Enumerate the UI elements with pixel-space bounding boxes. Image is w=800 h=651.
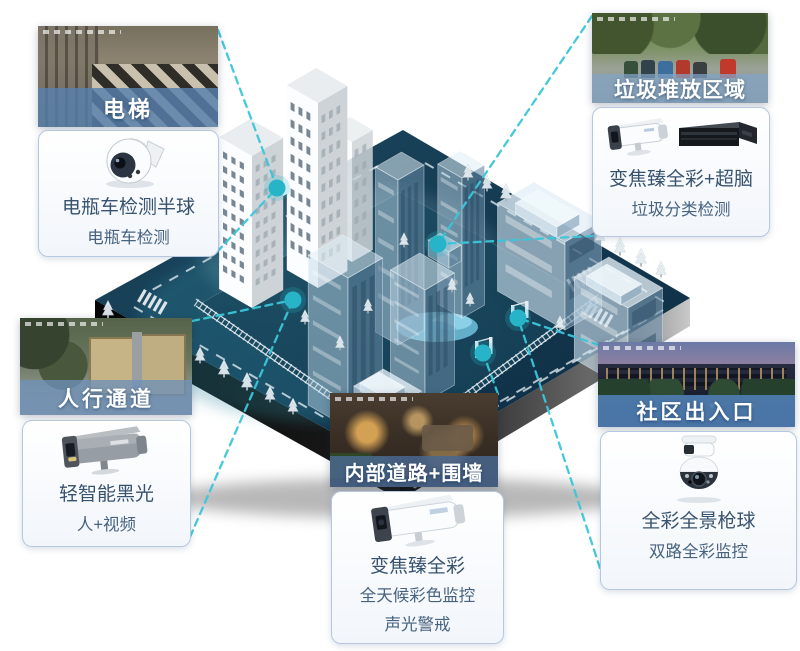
device-name-text: 变焦臻全彩 bbox=[369, 556, 465, 577]
osd-marks bbox=[43, 30, 121, 34]
trash-bins-row bbox=[623, 56, 737, 78]
white-bullet-camera-image bbox=[370, 494, 465, 547]
community-entrance-title-banner: 社区出入口 bbox=[598, 395, 795, 427]
internal-road-device-card: 变焦臻全彩 全天候彩色监控 声光警戒 bbox=[331, 491, 504, 644]
device-name-text: 轻智能黑光 bbox=[58, 484, 154, 505]
elevator-scene-photo: 电梯 bbox=[38, 26, 218, 127]
pedestrian-passage-scene-photo: 人行通道 bbox=[20, 318, 192, 415]
garbage-area-title-banner: 垃圾堆放区域 bbox=[592, 74, 768, 103]
gray-bullet-camera-image bbox=[61, 426, 147, 475]
stone-wall bbox=[422, 424, 473, 452]
garbage-area-device-card: 变焦臻全彩+超脑 垃圾分类检测 bbox=[592, 107, 770, 237]
dome-camera-image bbox=[105, 138, 165, 188]
elevator-title: 电梯 bbox=[102, 96, 153, 122]
bullet-camera-and-nvr-image bbox=[607, 117, 757, 156]
osd-marks bbox=[603, 346, 681, 350]
pedestrian-passage-title: 人行通道 bbox=[58, 387, 154, 411]
device-feature-text: 垃圾分类检测 bbox=[631, 201, 731, 219]
community-entrance-device-card: 全彩全景枪球 双路全彩监控 bbox=[600, 431, 797, 590]
gate-pillar bbox=[131, 331, 143, 394]
garbage-area-title: 垃圾堆放区域 bbox=[614, 78, 746, 102]
osd-marks bbox=[25, 322, 103, 326]
internal-road-title: 内部道路+围墙 bbox=[344, 463, 484, 485]
device-feature-text: 电瓶车检测 bbox=[87, 229, 170, 247]
internal-road-scene-photo: 内部道路+围墙 bbox=[330, 393, 498, 487]
device-feature-text: 全天候彩色监控 bbox=[359, 587, 476, 605]
elevator-device-card: 电瓶车检测半球 电瓶车检测 bbox=[38, 130, 219, 257]
elevator-title-banner: 电梯 bbox=[38, 88, 218, 127]
pedestrian-passage-device-card: 轻智能黑光 人+视频 bbox=[22, 420, 191, 547]
internal-road-title-banner: 内部道路+围墙 bbox=[330, 456, 498, 487]
device-name-text: 电瓶车检测半球 bbox=[61, 197, 195, 218]
device-name-text: 变焦臻全彩+超脑 bbox=[608, 169, 754, 190]
community-entrance-title: 社区出入口 bbox=[636, 401, 757, 424]
osd-marks bbox=[597, 17, 675, 21]
osd-marks bbox=[335, 397, 413, 401]
ptz-dual-lens-camera-image bbox=[676, 435, 721, 503]
pedestrian-passage-title-banner: 人行通道 bbox=[20, 380, 192, 415]
community-entrance-scene-photo: 社区出入口 bbox=[598, 342, 795, 427]
garbage-area-scene-photo: 垃圾堆放区域 bbox=[592, 13, 768, 103]
device-name-text: 全彩全景枪球 bbox=[641, 511, 756, 532]
device-feature-text: 双路全彩监控 bbox=[649, 543, 748, 561]
device-feature-text: 声光警戒 bbox=[384, 615, 451, 634]
device-feature-text: 人+视频 bbox=[76, 516, 137, 534]
